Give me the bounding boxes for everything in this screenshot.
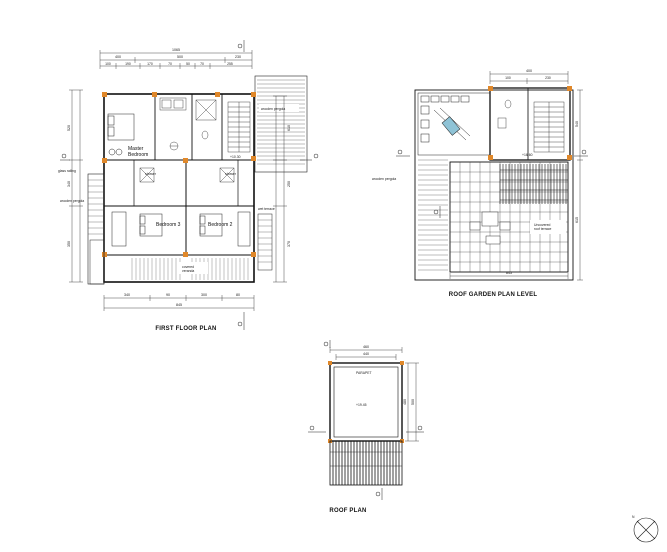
rg-stair-core bbox=[489, 87, 571, 161]
bath-fixtures bbox=[139, 97, 235, 183]
rg-section-markers bbox=[396, 149, 588, 218]
rg-dim-top-2: 230 bbox=[545, 76, 551, 80]
veranda-hatch bbox=[131, 258, 249, 280]
dim-left-2: 340 bbox=[67, 181, 71, 187]
roof-top-dimensions bbox=[329, 347, 403, 360]
rg-dim-right-2: 615 bbox=[575, 217, 579, 223]
dim-top-seg-3: 230 bbox=[235, 55, 241, 59]
pergola-top-right bbox=[254, 75, 308, 173]
rg-dim-top-total: 400 bbox=[526, 69, 532, 73]
rg-dim-right-1: 540 bbox=[575, 121, 579, 127]
section-marker-top bbox=[237, 40, 245, 52]
roof-dark-pergola bbox=[329, 440, 403, 486]
first-floor-top-dimensions bbox=[99, 50, 253, 69]
title-roof: ROOF PLAN bbox=[329, 508, 366, 514]
columns-first-floor bbox=[102, 92, 256, 257]
rg-columns bbox=[488, 86, 572, 160]
roof-right-dimensions bbox=[405, 362, 419, 442]
dim-right-2: 250 bbox=[287, 181, 291, 187]
room-bedroom-2: Bedroom 2 bbox=[208, 222, 233, 228]
dim-top-sub-5: 50 bbox=[186, 62, 190, 66]
dim-left-1: 520 bbox=[67, 125, 71, 131]
rg-dark-pergola bbox=[499, 164, 568, 204]
label-shower-1: shower bbox=[145, 172, 157, 176]
dim-left-3: 350 bbox=[67, 241, 71, 247]
dim-top-seg-2: 500 bbox=[177, 55, 183, 59]
dim-right-3: 370 bbox=[287, 241, 291, 247]
rg-dim-bottom-total: 845 bbox=[506, 271, 512, 275]
dim-bottom-total: 845 bbox=[176, 303, 182, 307]
label-wet-terrace: wet terrace bbox=[258, 207, 275, 211]
level-first-floor: +10.30 bbox=[230, 155, 241, 159]
first-floor-plan: 1065 400 500 230 100 190 170 70 50 70 25… bbox=[58, 40, 319, 332]
dim-bottom-1: 340 bbox=[124, 293, 130, 297]
roof-dim-right-2: 500 bbox=[411, 399, 415, 405]
dim-right-1: 610 bbox=[287, 125, 291, 131]
roof-dim-right-1: 480 bbox=[403, 399, 407, 405]
roof-section-markers bbox=[308, 340, 424, 500]
dim-top-total: 1065 bbox=[172, 48, 180, 52]
north-arrow-letter: N bbox=[632, 515, 635, 519]
stair-first-floor bbox=[227, 101, 251, 153]
room-bedroom-3: Bedroom 3 bbox=[156, 222, 181, 228]
first-floor-bottom-dimensions bbox=[103, 295, 255, 311]
section-markers-first bbox=[60, 153, 319, 330]
dim-bottom-2: 90 bbox=[166, 293, 170, 297]
label-shower-2: shower bbox=[225, 172, 237, 176]
roof-level: +19.45 bbox=[356, 403, 367, 407]
label-glass-railing: glass railing bbox=[58, 169, 76, 173]
rg-terrace-grid bbox=[449, 161, 569, 273]
rg-label-pergola: wooden pergola bbox=[372, 177, 396, 181]
roof-plan: 460 440 PARAPET +19.45 bbox=[308, 340, 424, 514]
dim-top-sub-4: 70 bbox=[168, 62, 172, 66]
roof-dim-inner: 440 bbox=[363, 352, 369, 356]
first-floor-side-dimensions bbox=[69, 89, 287, 283]
terrace-right-hatch bbox=[257, 213, 273, 271]
rg-bottom-dimensions bbox=[449, 273, 569, 279]
dim-top-sub-1: 100 bbox=[105, 62, 111, 66]
title-roof-garden: ROOF GARDEN PLAN LEVEL bbox=[449, 292, 538, 298]
roof-garden-top-dimensions bbox=[489, 71, 569, 84]
rg-right-dimensions bbox=[577, 89, 583, 281]
dim-bottom-3: 300 bbox=[201, 293, 207, 297]
north-arrow-icon bbox=[633, 517, 659, 543]
rg-dim-top-1: 100 bbox=[505, 76, 511, 80]
dim-top-sub-2: 190 bbox=[125, 62, 131, 66]
beds-lower bbox=[111, 211, 251, 247]
roof-label-parapet: PARAPET bbox=[356, 371, 372, 375]
roof-dim-top: 460 bbox=[363, 345, 369, 349]
dim-top-seg-1: 400 bbox=[115, 55, 121, 59]
title-first-floor: FIRST FLOOR PLAN bbox=[155, 326, 216, 332]
pergola-left bbox=[87, 173, 105, 285]
rg-outline bbox=[414, 89, 574, 281]
rg-furniture bbox=[469, 211, 511, 245]
dim-top-sub-7: 255 bbox=[227, 62, 233, 66]
rg-pergola bbox=[418, 159, 448, 271]
dim-bottom-4: 80 bbox=[236, 293, 240, 297]
bed-master bbox=[107, 113, 135, 156]
roof-garden-plan: 400 100 230 bbox=[372, 69, 588, 298]
label-pergola-top: wooden pergola bbox=[261, 107, 285, 111]
dim-top-sub-3: 170 bbox=[147, 62, 153, 66]
rg-level: +16.60 bbox=[522, 153, 533, 157]
dim-top-sub-6: 70 bbox=[200, 62, 204, 66]
